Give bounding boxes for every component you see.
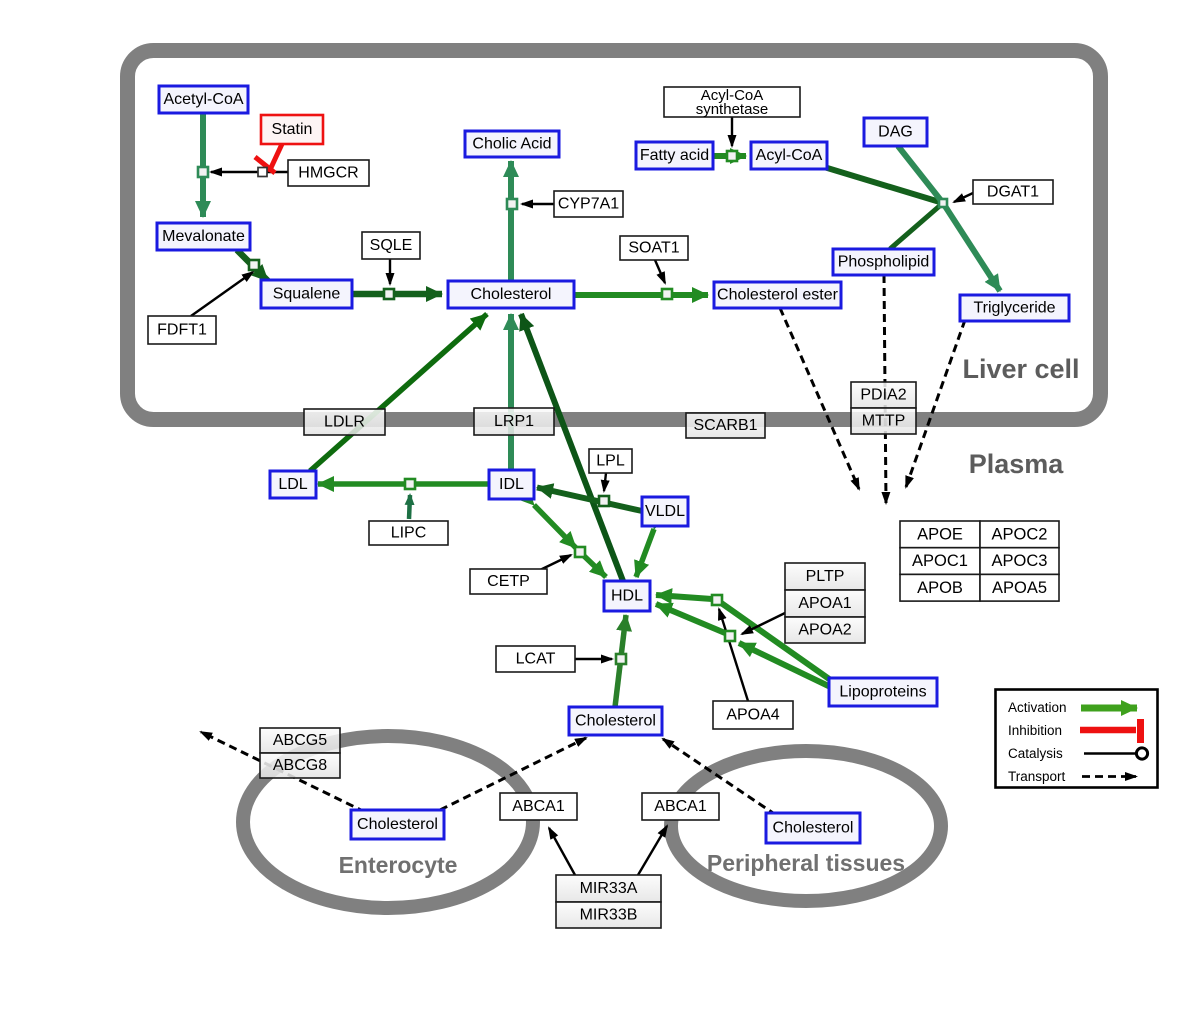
svg-text:APOE: APOE <box>917 525 963 543</box>
svg-text:FDFT1: FDFT1 <box>157 322 207 339</box>
svg-text:SQLE: SQLE <box>370 237 413 254</box>
svg-text:APOA5: APOA5 <box>992 579 1047 597</box>
svg-text:VLDL: VLDL <box>645 503 685 520</box>
svg-text:DAG: DAG <box>878 124 913 141</box>
svg-text:ABCG8: ABCG8 <box>273 757 327 774</box>
svg-text:Squalene: Squalene <box>273 286 341 303</box>
svg-text:Acetyl-CoA: Acetyl-CoA <box>163 91 243 108</box>
svg-text:Cholesterol: Cholesterol <box>357 816 438 833</box>
svg-text:APOA4: APOA4 <box>726 707 779 724</box>
svg-text:Acyl-CoA: Acyl-CoA <box>756 147 823 164</box>
svg-text:Statin: Statin <box>272 121 313 138</box>
svg-text:APOA1: APOA1 <box>798 595 851 612</box>
svg-text:MTTP: MTTP <box>862 413 906 430</box>
svg-text:Fatty acid: Fatty acid <box>640 147 709 164</box>
svg-text:Liver cell: Liver cell <box>962 354 1079 384</box>
svg-text:Cholesterol ester: Cholesterol ester <box>717 287 839 304</box>
svg-text:ABCA1: ABCA1 <box>654 798 707 815</box>
svg-text:APOB: APOB <box>917 579 963 597</box>
svg-text:PDIA2: PDIA2 <box>860 387 906 404</box>
svg-text:Cholesterol: Cholesterol <box>471 286 552 303</box>
svg-text:CETP: CETP <box>487 573 530 590</box>
svg-text:SCARB1: SCARB1 <box>693 417 757 434</box>
svg-text:Activation: Activation <box>1008 700 1067 715</box>
svg-text:APOC3: APOC3 <box>992 552 1048 570</box>
svg-text:HMGCR: HMGCR <box>298 165 358 182</box>
svg-text:APOC1: APOC1 <box>912 552 968 570</box>
svg-text:Plasma: Plasma <box>969 449 1065 479</box>
svg-text:APOC2: APOC2 <box>992 525 1048 543</box>
svg-text:Catalysis: Catalysis <box>1008 746 1063 761</box>
svg-text:Triglyceride: Triglyceride <box>973 300 1055 317</box>
svg-text:SOAT1: SOAT1 <box>628 240 679 257</box>
svg-text:MIR33A: MIR33A <box>580 880 638 897</box>
svg-text:HDL: HDL <box>611 588 643 605</box>
svg-text:ABCG5: ABCG5 <box>273 732 327 749</box>
svg-text:LCAT: LCAT <box>516 651 556 668</box>
svg-text:Mevalonate: Mevalonate <box>162 228 245 245</box>
svg-text:IDL: IDL <box>499 476 524 493</box>
svg-text:LRP1: LRP1 <box>494 413 534 430</box>
svg-text:Cholic Acid: Cholic Acid <box>472 136 551 153</box>
svg-text:CYP7A1: CYP7A1 <box>558 196 619 213</box>
svg-text:Lipoproteins: Lipoproteins <box>839 684 926 701</box>
svg-text:Inhibition: Inhibition <box>1008 723 1062 738</box>
svg-text:DGAT1: DGAT1 <box>987 184 1039 201</box>
svg-text:Phospholipid: Phospholipid <box>838 254 930 271</box>
svg-text:Enterocyte: Enterocyte <box>339 852 458 878</box>
svg-text:MIR33B: MIR33B <box>580 907 638 924</box>
svg-text:LPL: LPL <box>596 453 625 470</box>
svg-text:LIPC: LIPC <box>391 525 427 542</box>
svg-text:ABCA1: ABCA1 <box>512 798 565 815</box>
svg-text:Peripheral tissues: Peripheral tissues <box>707 850 905 876</box>
svg-text:Cholesterol: Cholesterol <box>773 820 854 837</box>
svg-text:PLTP: PLTP <box>806 568 845 585</box>
svg-text:LDLR: LDLR <box>324 414 365 431</box>
svg-text:Transport: Transport <box>1008 769 1066 784</box>
svg-text:Cholesterol: Cholesterol <box>575 713 656 730</box>
svg-text:APOA2: APOA2 <box>798 622 851 639</box>
svg-text:LDL: LDL <box>278 476 307 493</box>
